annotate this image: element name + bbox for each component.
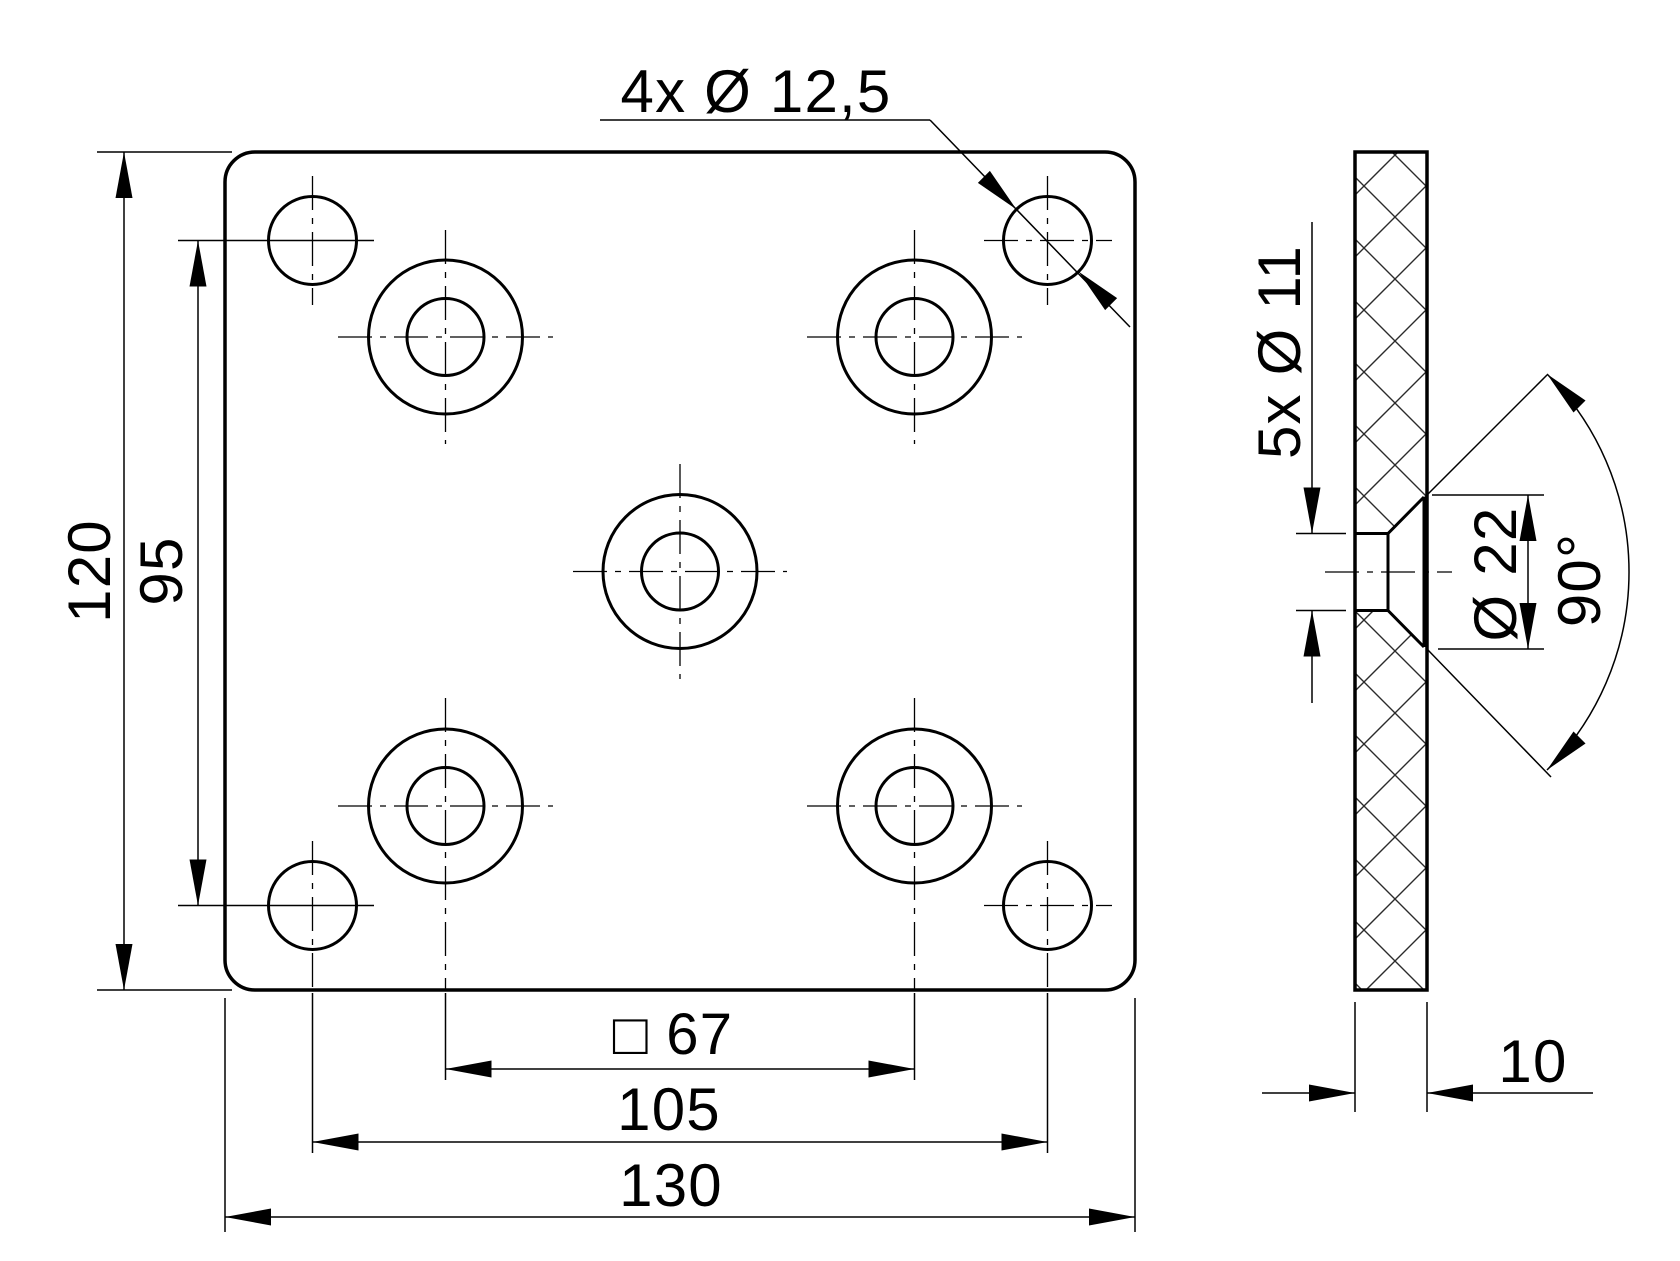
- dim-height-120: 120: [56, 151, 232, 991]
- plate-section-outline: [1353, 150, 1429, 992]
- dim-width-130: 130: [224, 998, 1136, 1232]
- cs-hole-top-right: [836, 258, 993, 416]
- hole-rows-dim-label: 95: [128, 536, 195, 605]
- thickness-dim-label: 10: [1498, 1028, 1567, 1095]
- corner-holes-label: 4x Ø 12,5: [621, 58, 892, 125]
- dim-countersink-dia-22: Ø 22: [1432, 494, 1544, 650]
- height-dim-label: 120: [56, 519, 123, 623]
- countersink-edges: [1355, 495, 1426, 649]
- plate-outline: [223, 150, 1137, 992]
- hole-cols-dim-label: 105: [617, 1076, 721, 1143]
- front-view: 4x Ø 12,5 120 95 □ 67: [56, 58, 1137, 1232]
- countersink-angle-label: 90°: [1546, 533, 1613, 627]
- centerlines: [311, 176, 1112, 991]
- dim-hole-rows-95: 95: [128, 239, 374, 907]
- dim-hole-dia-11: 5x Ø 11: [1246, 222, 1346, 703]
- cs-hole-bottom-right: [836, 727, 993, 885]
- width-dim-label: 130: [619, 1152, 723, 1219]
- dim-hole-cols-105: 105: [311, 993, 1049, 1153]
- countersunk-holes: [367, 258, 993, 885]
- cs-hole-bottom-left: [367, 727, 524, 885]
- square-pattern-dim-label: □ 67: [613, 1002, 733, 1067]
- dim-thickness-10: 10: [1262, 1002, 1593, 1112]
- corner-holes-callout: 4x Ø 12,5: [600, 58, 1131, 328]
- countersunk-holes-label: 5x Ø 11: [1246, 245, 1313, 459]
- countersink-dia-label: Ø 22: [1462, 507, 1529, 642]
- dim-countersink-angle-90: 90°: [1426, 367, 1630, 778]
- cs-hole-center: [601, 493, 759, 650]
- side-view: 5x Ø 11 Ø 22 90° 10: [1246, 150, 1630, 1112]
- cs-hole-top-left: [367, 258, 524, 416]
- dim-square-67: □ 67: [444, 993, 916, 1080]
- corner-holes: [267, 195, 1093, 951]
